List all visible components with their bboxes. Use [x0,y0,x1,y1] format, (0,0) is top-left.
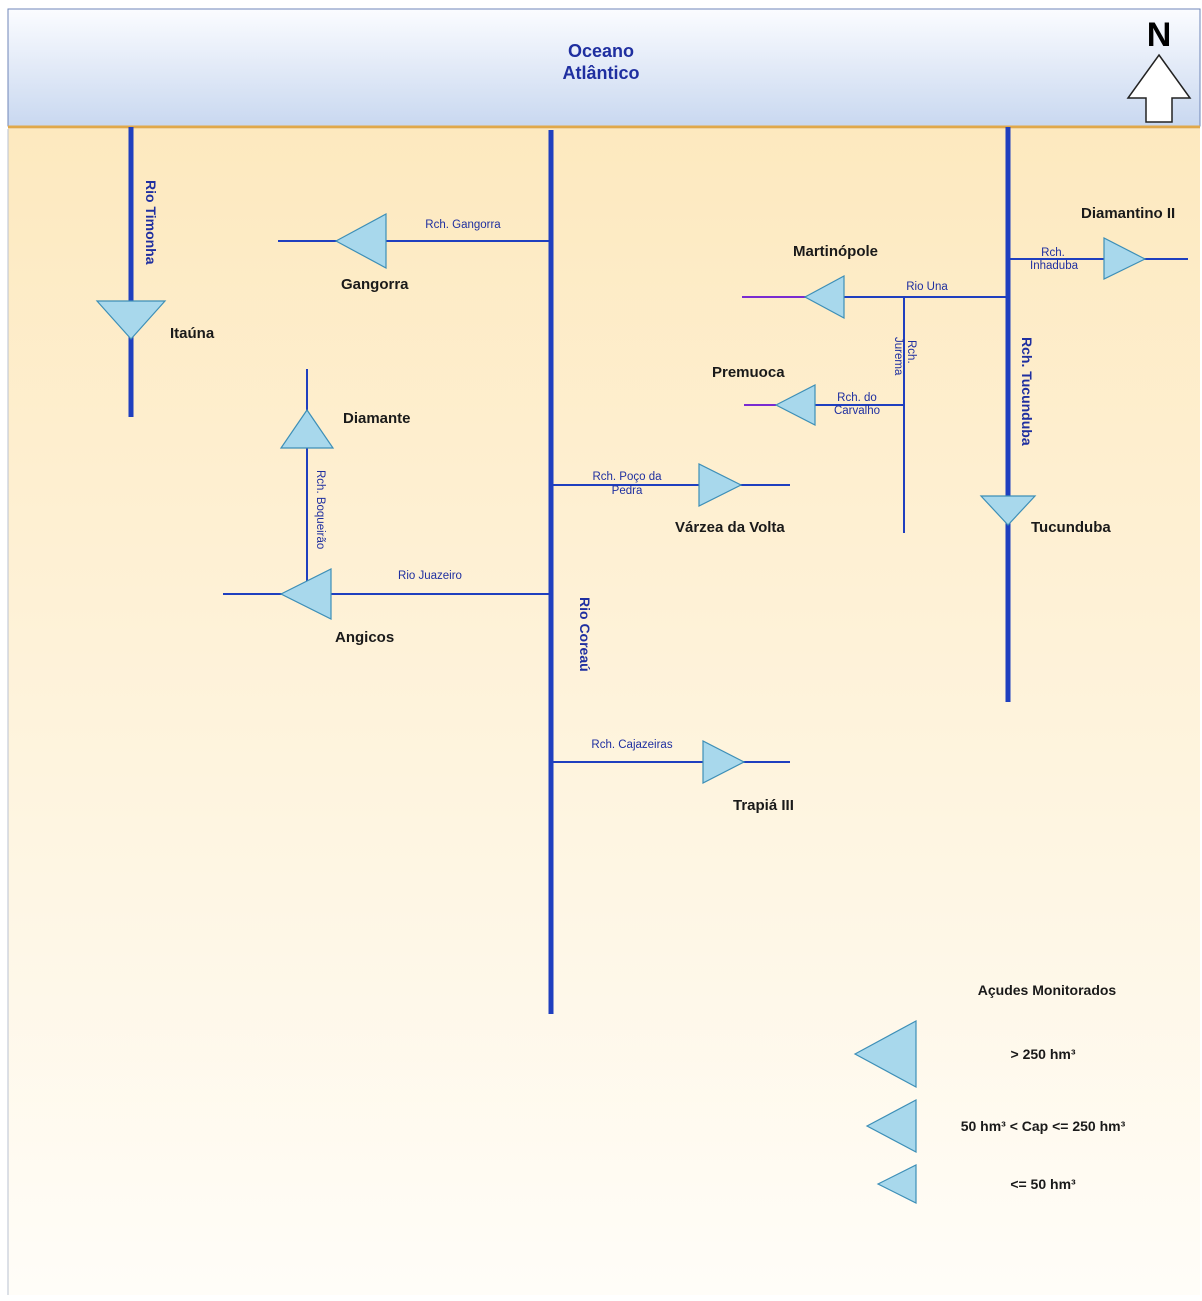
label-angicos: Angicos [335,629,394,646]
ocean-label-line1: Oceano [568,41,634,61]
reservoir-itauna [95,300,167,340]
label-rch-jurema-2: Jurema [892,337,904,376]
reservoir-gangorra [334,212,387,270]
label-trapia: Trapiá III [733,797,794,814]
label-varzea: Várzea da Volta [675,519,785,536]
reservoir-trapia [702,740,746,784]
label-rch-poco-1: Rch. Poço da [592,471,662,483]
label-rch-poco-2: Pedra [612,485,643,497]
label-diamante: Diamante [343,410,411,427]
label-rch-cajazeiras: Rch. Cajazeiras [591,739,672,751]
reservoir-premuoca [774,384,816,426]
legend-title: Açudes Monitorados [978,982,1117,998]
label-rch-inhaduba-1: Rch. [1041,247,1065,259]
label-rch-inhaduba-2: Inhaduba [1030,260,1079,272]
label-rio-juazeiro: Rio Juazeiro [398,570,462,582]
label-rio-timonha: Rio Timonha [143,180,159,265]
legend-medium-label: 50 hm³ < Cap <= 250 hm³ [961,1118,1126,1134]
label-rio-coreau: Rio Coreaú [577,597,593,672]
reservoir-diamantino [1103,237,1147,280]
ocean-label-line2: Atlântico [562,63,639,83]
label-martinopole: Martinópole [793,243,878,260]
land-area [8,129,1200,1295]
label-rch-tucunduba: Rch. Tucunduba [1019,337,1035,446]
reservoir-martinopole [803,274,845,320]
reservoir-angicos [279,568,332,620]
reservoir-varzea [698,463,743,507]
north-arrow-icon: N [1126,16,1192,123]
label-itauna: Itaúna [170,325,215,342]
label-premuoca: Premuoca [712,364,785,381]
label-gangorra: Gangorra [341,276,409,293]
legend: Açudes Monitorados > 250 hm³ 50 hm³ < Ca… [853,982,1126,1204]
label-rio-una: Rio Una [906,281,948,293]
label-rch-gangorra: Rch. Gangorra [425,219,501,231]
label-rch-carvalho-1: Rch. do [837,392,877,404]
label-tucunduba: Tucunduba [1031,519,1111,536]
legend-medium-icon [865,1099,917,1153]
reservoir-diamante [279,408,335,449]
label-rch-boqueirao: Rch. Boqueirão [314,470,326,549]
label-diamantino: Diamantino II [1081,205,1175,222]
label-rch-carvalho-2: Carvalho [834,405,880,417]
legend-large-label: > 250 hm³ [1011,1046,1076,1062]
north-label: N [1147,16,1172,54]
legend-small-icon [876,1164,917,1204]
legend-large-icon [853,1019,917,1089]
legend-small-label: <= 50 hm³ [1010,1176,1076,1192]
ocean-band [7,8,1201,127]
reservoir-tucunduba [979,495,1037,526]
label-rch-jurema-1: Rch. [905,340,917,364]
